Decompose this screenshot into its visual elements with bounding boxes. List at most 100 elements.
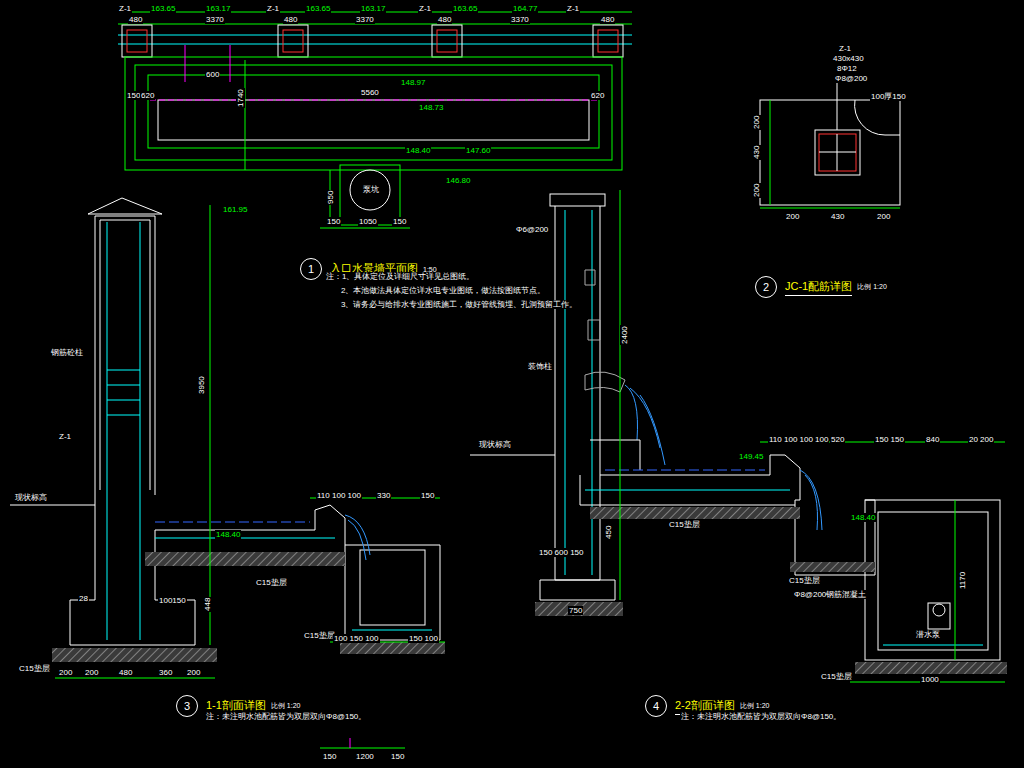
annotation-text: 148.40 (405, 146, 431, 155)
annotation-text: Φ8@200钢筋混凝土 (793, 590, 867, 599)
annotation-text: 3370 (205, 15, 225, 24)
annotation-text: 150 (392, 217, 407, 226)
annotation-text: 8Φ12 (836, 64, 858, 73)
annotation-text: 950 (326, 190, 335, 205)
annotation-text: 480 (600, 15, 615, 24)
annotation-text: 注：1、具体定位及详细尺寸详见总图纸。 (325, 272, 475, 281)
annotation-text: Z-1 (566, 4, 580, 13)
annotation-text: 480 (118, 668, 133, 677)
annotation-text: 装饰柱 (527, 362, 553, 371)
annotation-text: Z-1 (418, 4, 432, 13)
annotation-text: 750 (568, 606, 583, 615)
annotation-text: Φ8@200 (834, 74, 868, 83)
annotation-text: 480 (437, 15, 452, 24)
annotation-text: 148.40 (850, 513, 876, 522)
annotation-text: 146.80 (445, 176, 471, 185)
annotation-text: 620 (590, 91, 605, 100)
annotation-text: 1050 (358, 217, 378, 226)
annotation-text: 330 (376, 491, 391, 500)
annotation-text: 520 (830, 435, 845, 444)
annotation-text: 2、本池做法具体定位详水电专业图纸，做法按图纸节点。 (340, 286, 546, 295)
annotation-text: Z-1 (58, 432, 72, 441)
annotation-text: C15垫层 (820, 672, 853, 681)
annotation-text: 150 (390, 752, 405, 761)
annotation-text: 200 (752, 183, 761, 198)
annotation-text: 100 150 100 (333, 634, 380, 643)
annotation-text: C15垫层 (18, 664, 51, 673)
annotation-text: 20 200 (968, 435, 994, 444)
annotation-text: 430 (830, 212, 845, 221)
scale-text: 比例 1:20 (740, 701, 770, 711)
annotation-text: 110 100 100 100 (768, 435, 829, 444)
annotation-text: 450 (604, 525, 613, 540)
annotation-text: 150 (326, 217, 341, 226)
callout-number: 4 (645, 695, 667, 717)
annotation-text: 3370 (355, 15, 375, 24)
annotation-text: 200 (752, 115, 761, 130)
annotation-text: 163.65 (150, 4, 176, 13)
annotation-text: 200 (876, 212, 891, 221)
annotation-text: 潜水泵 (915, 630, 941, 639)
annotation-text: 150 150 (874, 435, 905, 444)
annotation-text: 3、请务必与给排水专业图纸施工，做好管线预埋、孔洞预留工作。 (340, 300, 578, 309)
annotation-text: 2400 (620, 325, 629, 345)
annotation-text: C15垫层 (255, 578, 288, 587)
annotation-text: 200 (84, 668, 99, 677)
annotation-text: C15垫层 (303, 631, 336, 640)
annotation-text: 注：未注明水池配筋皆为双层双向Φ8@150。 (680, 712, 842, 721)
annotation-text: 100厚150 (870, 92, 907, 101)
annotation-text: 480 (283, 15, 298, 24)
annotation-text: 150 100 (408, 634, 439, 643)
annotation-text: Z-1 (838, 44, 852, 53)
annotation-text: 100150 (158, 596, 187, 605)
annotation-text: 163.65 (452, 4, 478, 13)
annotation-text: 1170 (958, 571, 967, 590)
annotation-text: 148.73 (418, 103, 444, 112)
annotation-text: 现状标高 (478, 440, 512, 449)
annotation-text: 163.17 (360, 4, 386, 13)
annotation-text: 1740 (236, 88, 245, 108)
annotation-text: 200 (785, 212, 800, 221)
annotation-text: 150 (322, 752, 337, 761)
annotation-text: 泵坑 (362, 185, 380, 194)
annotation-text: 448 (203, 597, 212, 612)
annotation-text: 200 (58, 668, 73, 677)
view-title: JC-1配筋详图 (785, 279, 852, 296)
annotation-text: 600 (205, 70, 220, 79)
scale-text: 比例 1:20 (271, 701, 301, 711)
annotation-text: 28 (78, 594, 89, 603)
annotation-text: 现状标高 (14, 493, 48, 502)
annotation-text: C15垫层 (668, 520, 701, 529)
annotation-text: 430x430 (832, 54, 865, 63)
annotation-text: 3950 (197, 375, 206, 395)
annotation-text: 钢筋砼柱 (50, 348, 84, 357)
annotation-text: 150 600 150 (538, 548, 585, 557)
callout-title: 2 JC-1配筋详图比例 1:20 (755, 276, 887, 298)
annotation-text: 480 (128, 15, 143, 24)
annotation-text: 360 (158, 668, 173, 677)
annotation-text: 149.45 (738, 452, 764, 461)
callout-number: 1 (300, 258, 322, 280)
annotation-text: Φ6@200 (515, 225, 549, 234)
annotation-text: 147.60 (465, 146, 491, 155)
annotation-text: 200 (186, 668, 201, 677)
annotation-text: 1000 (920, 675, 940, 684)
annotation-text: 163.17 (205, 4, 231, 13)
annotation-text: C15垫层 (788, 576, 821, 585)
annotation-text: 620 (140, 91, 155, 100)
callout-number: 2 (755, 276, 777, 298)
callout-number: 3 (176, 695, 198, 717)
annotation-text: 161.95 (222, 205, 248, 214)
scale-text: 比例 1:20 (857, 282, 887, 292)
annotation-text: 5560 (360, 88, 380, 97)
annotation-text: 163.65 (305, 4, 331, 13)
annotation-text: 148.40 (215, 530, 241, 539)
annotation-text: 1200 (355, 752, 375, 761)
annotation-text: 148.97 (400, 78, 426, 87)
annotation-text: 840 (925, 435, 940, 444)
annotation-text: 注：未注明水池配筋皆为双层双向Φ8@150。 (205, 712, 367, 721)
annotation-text: Z-1 (118, 4, 132, 13)
annotation-text: 3370 (510, 15, 530, 24)
